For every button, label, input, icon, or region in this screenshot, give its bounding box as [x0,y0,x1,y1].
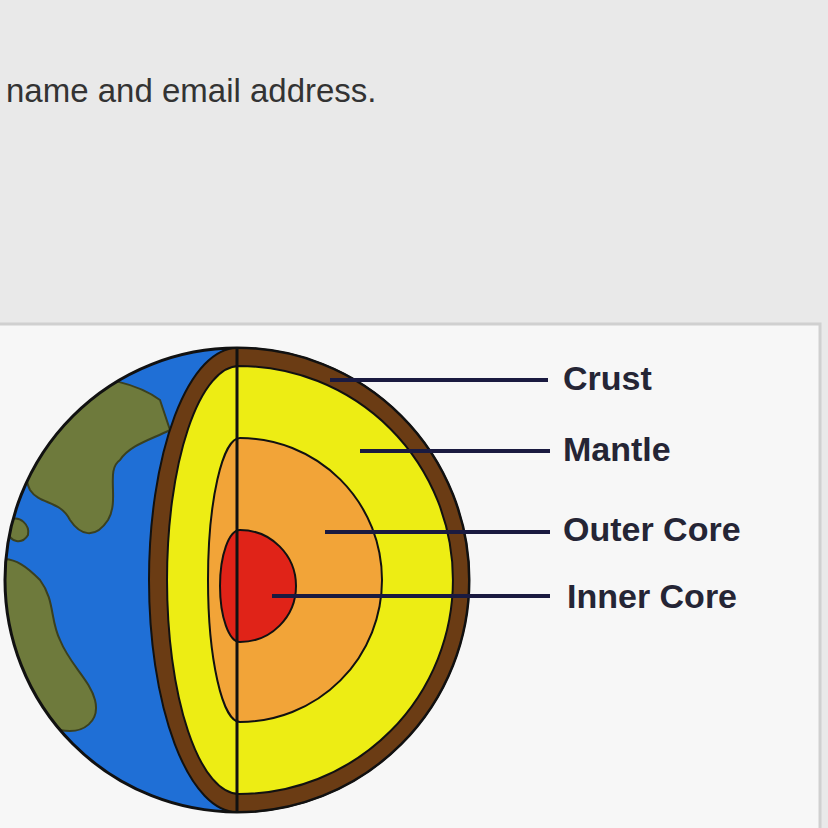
inner-core-layer [220,530,296,642]
leader-lines [272,380,550,596]
crust-layer [149,348,469,812]
outer-core-layer [208,438,382,722]
page-text: name and email address. [6,74,377,107]
layer-label: Mantle [563,432,671,466]
figure-panel [0,324,820,828]
layer-label: Outer Core [563,512,741,546]
layer-label: Inner Core [567,579,737,613]
layer-label: Crust [563,361,652,395]
mantle-layer [167,366,453,794]
globe [5,348,469,812]
axis-line [236,349,239,811]
